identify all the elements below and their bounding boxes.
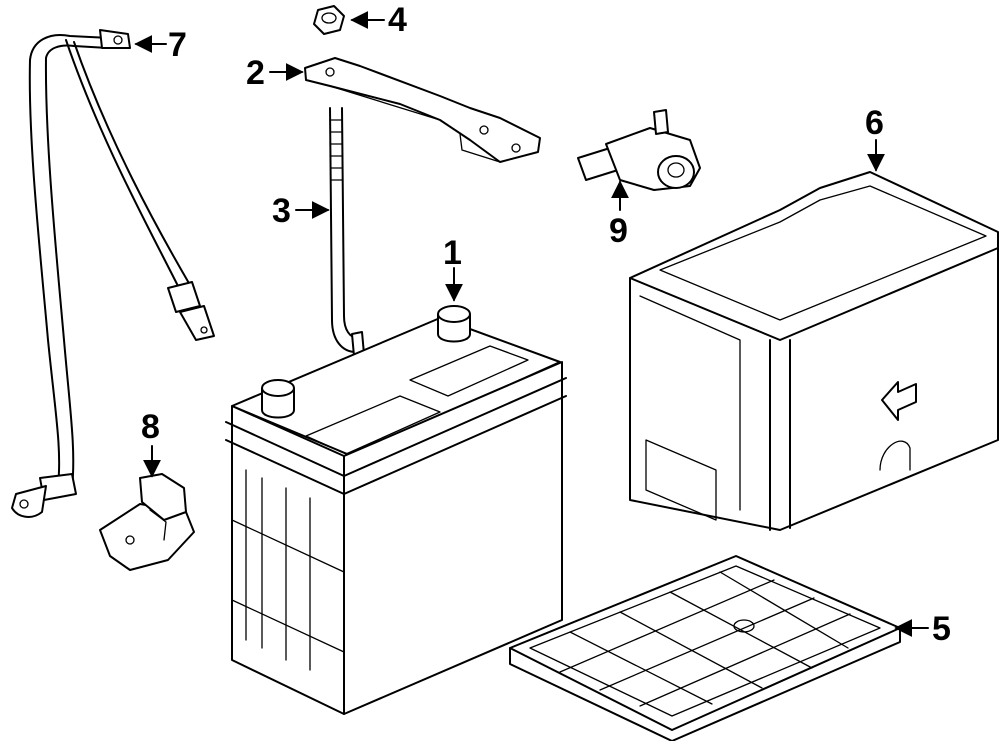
callout-9: 9	[609, 212, 628, 250]
callout-6: 6	[865, 104, 884, 142]
callout-arrows	[134, 11, 929, 637]
battery-part	[225, 305, 567, 715]
callout-8: 8	[141, 408, 160, 446]
j-bolt-part	[329, 107, 365, 357]
callout-7: 7	[168, 26, 187, 64]
callout-3: 3	[272, 192, 291, 230]
hold-down-bracket-part	[304, 57, 541, 163]
callout-2: 2	[246, 54, 265, 92]
callout-4: 4	[388, 1, 407, 39]
callout-1: 1	[443, 234, 462, 272]
sensor-part	[577, 109, 701, 191]
battery-cable-part	[11, 29, 215, 518]
nut-part	[313, 5, 345, 35]
bracket-part	[99, 473, 195, 571]
callout-5: 5	[932, 610, 951, 648]
battery-tray-part	[509, 555, 901, 741]
battery-box-part	[629, 171, 999, 531]
